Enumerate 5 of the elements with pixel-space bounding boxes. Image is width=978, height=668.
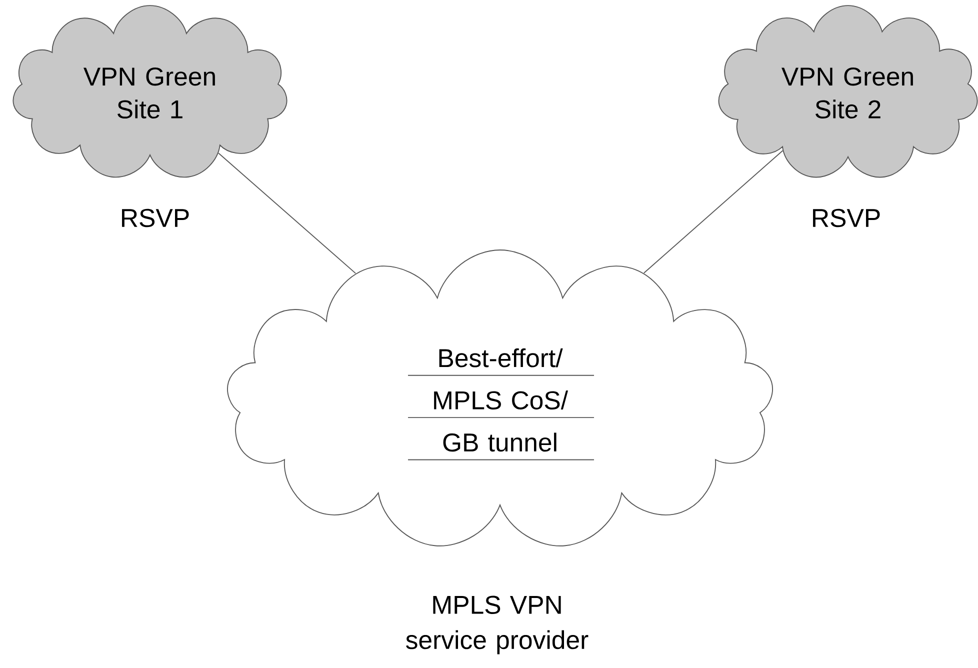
connector-line xyxy=(643,150,784,274)
connector-line xyxy=(218,152,356,274)
edge-label: RSVP xyxy=(813,208,880,228)
node-label: MPLS VPN service provider xyxy=(406,596,588,654)
edge-label: RSVP xyxy=(122,208,189,228)
